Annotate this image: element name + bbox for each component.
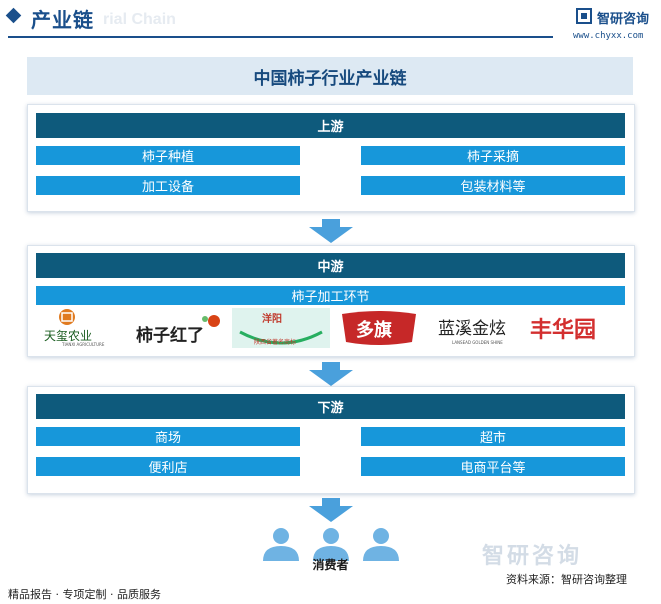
- yangyang-logo: 洋阳 陕西省著名商标: [232, 308, 330, 348]
- footer-slogan: 精品报告 · 专项定制 · 品质服务: [8, 588, 161, 601]
- shizihongle-logo: 柿子红了: [136, 315, 220, 346]
- lanxi-logo-text: 蓝溪金炫: [438, 319, 506, 339]
- yangyang-logo-text: 洋阳: [262, 312, 282, 325]
- duoqi-logo-text: 多旗: [356, 319, 392, 341]
- down-arrow-icon: [309, 362, 353, 386]
- header-diamond-icon: [5, 7, 22, 24]
- duoqi-logo: 多旗: [342, 311, 416, 345]
- brand-url[interactable]: www.chyxx.com: [573, 31, 644, 41]
- upstream-item: 柿子采摘: [361, 146, 625, 165]
- downstream-heading: 下游: [36, 394, 625, 419]
- fenghuayuan-logo-text: 丰华园: [530, 317, 596, 343]
- downstream-item: 商场: [36, 427, 300, 446]
- person-icon: [363, 528, 399, 561]
- footer-watermark: 智研咨询: [482, 544, 583, 569]
- down-arrow-icon: [309, 219, 353, 243]
- tianxi-logo: 天玺农业 TIANXI AGRICULTURE: [44, 309, 105, 347]
- yangyang-logo-sub: 陕西省著名商标: [254, 338, 296, 346]
- brand-name: 智研咨询: [597, 12, 650, 27]
- upstream-heading: 上游: [36, 113, 625, 138]
- page-title: 产业链: [31, 8, 94, 32]
- person-icon: [313, 528, 349, 561]
- header-watermark: rial Chain: [103, 11, 176, 28]
- downstream-item: 便利店: [36, 457, 300, 476]
- shizihongle-logo-text: 柿子红了: [136, 325, 204, 346]
- upstream-item: 包装材料等: [361, 176, 625, 195]
- midstream-item: 柿子加工环节: [36, 286, 625, 305]
- fenghuayuan-logo: 丰华园: [530, 317, 596, 343]
- diagram-title: 中国柿子行业产业链: [27, 57, 633, 95]
- upstream-item: 柿子种植: [36, 146, 300, 165]
- company-logos: 天玺农业 TIANXI AGRICULTURE 柿子红了 洋阳 陕西省著名商标 …: [44, 308, 596, 348]
- upstream-item: 加工设备: [36, 176, 300, 195]
- downstream-item: 电商平台等: [361, 457, 625, 476]
- down-arrow-icon: [309, 498, 353, 522]
- person-icon: [263, 528, 299, 561]
- header-divider: [8, 36, 553, 38]
- source-note: 资料来源：智研咨询整理: [506, 573, 627, 586]
- lanxi-logo-sub: LANSEAD GOLDEN SHINE: [452, 340, 503, 345]
- tianxi-logo-sub: TIANXI AGRICULTURE: [61, 342, 105, 347]
- downstream-item: 超市: [361, 427, 625, 446]
- brand-logo-icon: [576, 8, 592, 24]
- tianxi-logo-text: 天玺农业: [44, 329, 92, 343]
- midstream-heading: 中游: [36, 253, 625, 278]
- consumer-label: 消费者: [312, 558, 349, 572]
- lanxi-logo: 蓝溪金炫 LANSEAD GOLDEN SHINE: [438, 319, 506, 345]
